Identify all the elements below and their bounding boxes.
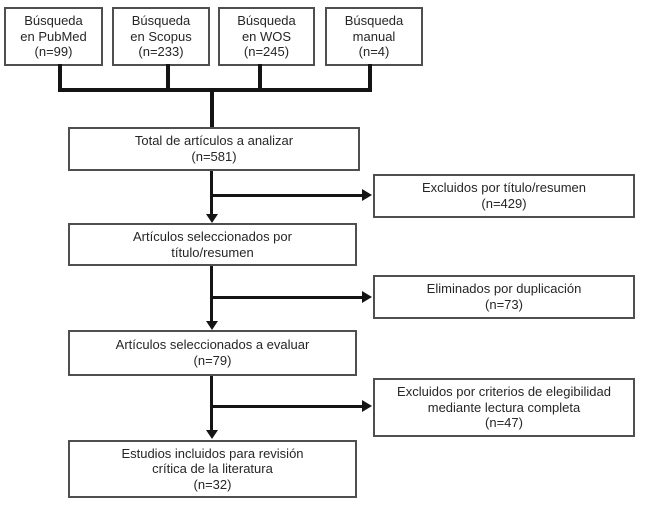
removed-duplicates-box: Eliminados por duplicación (n=73) [373, 275, 635, 319]
selected-to-evaluate-box: Artículos seleccionados a evaluar (n=79) [68, 330, 357, 376]
arrow-selected-to-evaluate-line [210, 266, 213, 321]
arrow-evaluate-to-included-line [210, 376, 213, 430]
branch-arrow-eligibility-head-icon [362, 400, 372, 412]
branch-arrow-duplicates-head-icon [362, 291, 372, 303]
arrow-selected-to-evaluate-head-icon [206, 321, 218, 330]
connector-stub-pubmed [58, 64, 62, 92]
excluded-eligibility-box: Excluidos por criterios de elegibilidad … [373, 378, 635, 437]
total-box: Total de artículos a analizar (n=581) [68, 127, 360, 171]
source-box-scopus: Búsqueda en Scopus (n=233) [112, 7, 210, 66]
branch-arrow-excluded-title-head-icon [362, 189, 372, 201]
connector-gather-line [58, 88, 372, 92]
connector-stub-wos [258, 64, 262, 92]
excluded-title-abstract-box: Excluidos por título/resumen (n=429) [373, 174, 635, 218]
source-box-manual: Búsqueda manual (n=4) [325, 7, 423, 66]
source-box-wos: Búsqueda en WOS (n=245) [218, 7, 315, 66]
connector-drop-to-total [210, 88, 214, 127]
included-studies-box: Estudios incluidos para revisión crítica… [68, 440, 357, 498]
arrow-evaluate-to-included-head-icon [206, 430, 218, 439]
source-box-pubmed: Búsqueda en PubMed (n=99) [4, 7, 103, 66]
connector-stub-scopus [166, 64, 170, 92]
arrow-total-to-selected-line [210, 171, 213, 216]
branch-arrow-eligibility-line [212, 405, 362, 408]
selected-title-abstract-box: Artículos seleccionados por título/resum… [68, 223, 357, 266]
arrow-total-to-selected-head-icon [206, 214, 218, 223]
branch-arrow-excluded-title-line [212, 194, 362, 197]
connector-stub-manual [368, 64, 372, 92]
branch-arrow-duplicates-line [212, 296, 362, 299]
